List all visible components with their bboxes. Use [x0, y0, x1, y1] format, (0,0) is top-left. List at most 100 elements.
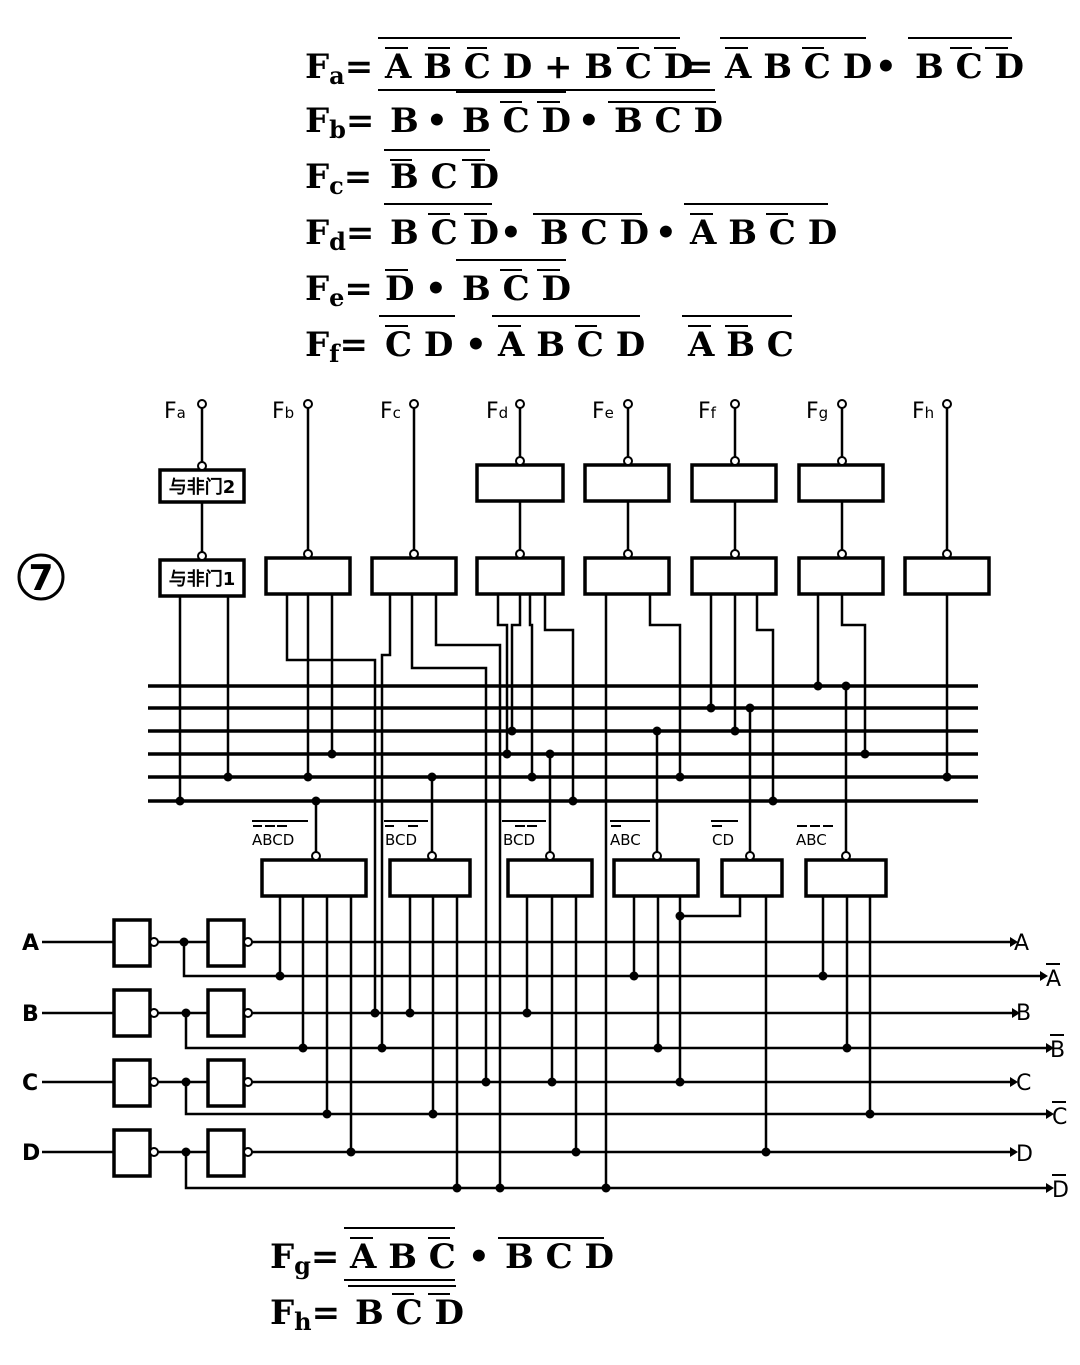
- svg-text:Fe=: Fe=: [305, 269, 373, 312]
- fd-term-3: A B C D: [689, 213, 837, 253]
- ff-inverter-gate: [690, 456, 778, 503]
- svg-text:•: •: [468, 1237, 490, 1277]
- bus-junctions: [175, 681, 952, 806]
- minterm-gate-bcd-1: BCD: [384, 820, 472, 898]
- svg-text:ABC: ABC: [610, 831, 641, 849]
- svg-text:Fc=: Fc=: [305, 157, 372, 200]
- minterm-input-wires: [278, 896, 872, 1188]
- svg-text:•: •: [465, 325, 487, 365]
- svg-text:D: D: [1016, 1142, 1033, 1167]
- input-b: B: [22, 988, 1046, 1050]
- fg-inverter-gate: [797, 456, 885, 503]
- svg-text:Fh=: Fh=: [270, 1293, 340, 1336]
- minterm-gate-abc-2: ABC: [796, 825, 888, 898]
- svg-text:Fa: Fa: [164, 399, 186, 424]
- rail-junctions: [275, 911, 875, 1193]
- fa-term-1: A B C D + B C D: [384, 47, 693, 87]
- svg-text:•: •: [425, 269, 447, 309]
- svg-text:Fb=: Fb=: [305, 101, 374, 144]
- svg-text:B: B: [22, 1002, 39, 1027]
- output-wires: [200, 408, 949, 556]
- ff-term-1: C D: [385, 325, 453, 365]
- svg-text:A: A: [1046, 967, 1061, 992]
- input-a: A: [22, 918, 1040, 978]
- middle-gates: 与非门1: [158, 549, 991, 598]
- minterm-gate-abc-1: ABC: [610, 820, 700, 898]
- svg-text:Fc: Fc: [380, 399, 401, 424]
- fe-term-1: D: [385, 269, 414, 309]
- svg-text:A: A: [22, 931, 39, 956]
- fh-term-1: B C D: [355, 1293, 464, 1333]
- svg-text:Fd=: Fd=: [305, 213, 374, 256]
- fe-term-2: B C D: [462, 269, 571, 309]
- fb-term-1: B: [390, 101, 419, 141]
- fg-term-1: A B C: [349, 1237, 456, 1277]
- fc-term-1: B C D: [390, 157, 499, 197]
- input-d: D: [22, 1128, 1046, 1190]
- fg-term-2: B C D: [505, 1237, 614, 1277]
- svg-text:•: •: [500, 213, 522, 253]
- output-fh: Fh: [912, 399, 952, 424]
- equation-fb: Fb= B • B C D • B C D: [305, 91, 723, 144]
- output-ff: Ff: [698, 399, 740, 424]
- fb-term-2: B C D: [462, 101, 571, 141]
- svg-text:=: =: [685, 47, 714, 87]
- nand-gate-1: 与非门1: [158, 551, 246, 598]
- fa-overlines: [378, 37, 1012, 91]
- figure-number: 7: [17, 553, 65, 601]
- svg-text:Fe: Fe: [592, 399, 614, 424]
- eq-name: F: [305, 47, 329, 87]
- equation-fe: Fe= D • B C D: [305, 259, 571, 312]
- fb-term-3: B C D: [614, 101, 723, 141]
- svg-text:•: •: [655, 213, 677, 253]
- svg-text:D: D: [1052, 1178, 1069, 1203]
- svg-text:BCD: BCD: [385, 831, 417, 849]
- svg-text:BCD: BCD: [503, 831, 535, 849]
- equation-fa: Fa= A B C D + B C D = A B C D • B C D: [305, 37, 1024, 91]
- equation-fg: Fg= A B C • B C D: [270, 1227, 614, 1281]
- svg-text:Fb: Fb: [272, 399, 294, 424]
- output-fe: Fe: [592, 399, 633, 424]
- fb-nand-gate: [264, 549, 352, 596]
- interconnect-wires: [178, 594, 949, 1188]
- ff-term-2: A B C D: [497, 325, 645, 365]
- svg-text:与非门2: 与非门2: [169, 476, 236, 498]
- svg-text:C: C: [1052, 1105, 1067, 1130]
- fd-inverter-gate: [475, 456, 565, 503]
- minterm-gate-abcd: ABCD: [252, 820, 368, 898]
- svg-text:•: •: [875, 47, 897, 87]
- output-fb: Fb: [272, 399, 313, 424]
- svg-text:A: A: [1014, 931, 1029, 956]
- fd-term-2: B C D: [540, 213, 649, 253]
- fc-nand-gate: [370, 549, 458, 596]
- ff-term-3: A B C: [687, 325, 794, 365]
- input-c: C: [22, 1058, 1046, 1116]
- equations-bottom: Fg= A B C • B C D Fh= B C D: [270, 1227, 614, 1336]
- svg-text:7: 7: [28, 558, 53, 599]
- product-term-bus: [148, 684, 978, 803]
- minterm-gate-bcd-2: BCD: [502, 820, 594, 898]
- minterm-gates: ABCD BCD BCD ABC: [252, 820, 888, 898]
- equation-fh: Fh= B C D: [270, 1285, 464, 1336]
- svg-text:B: B: [1050, 1038, 1065, 1063]
- input-stage: A B C: [22, 918, 1046, 1190]
- svg-text:Fd: Fd: [486, 399, 508, 424]
- fd-nand-gate: [475, 549, 565, 596]
- fh-nand-gate: [903, 549, 991, 596]
- output-fc: Fc: [380, 399, 419, 424]
- equation-fd: Fd= B C D • B C D • A B C D: [305, 203, 837, 256]
- ff-nand-gate: [690, 549, 778, 596]
- svg-text:Fg: Fg: [806, 399, 828, 424]
- output-fa: Fa: [164, 399, 207, 424]
- svg-text:与非门1: 与非门1: [169, 568, 236, 590]
- svg-text:Fh: Fh: [912, 399, 934, 424]
- svg-text:D: D: [22, 1141, 40, 1166]
- equations-top: Fa= A B C D + B C D = A B C D • B C D: [305, 37, 1024, 368]
- svg-text:B: B: [1016, 1001, 1031, 1026]
- output-fd: Fd: [486, 399, 525, 424]
- svg-text:ABC: ABC: [796, 831, 827, 849]
- svg-text:•: •: [426, 101, 448, 141]
- equation-fc: Fc= B C D: [305, 149, 499, 200]
- svg-text:Fg=: Fg=: [270, 1237, 339, 1280]
